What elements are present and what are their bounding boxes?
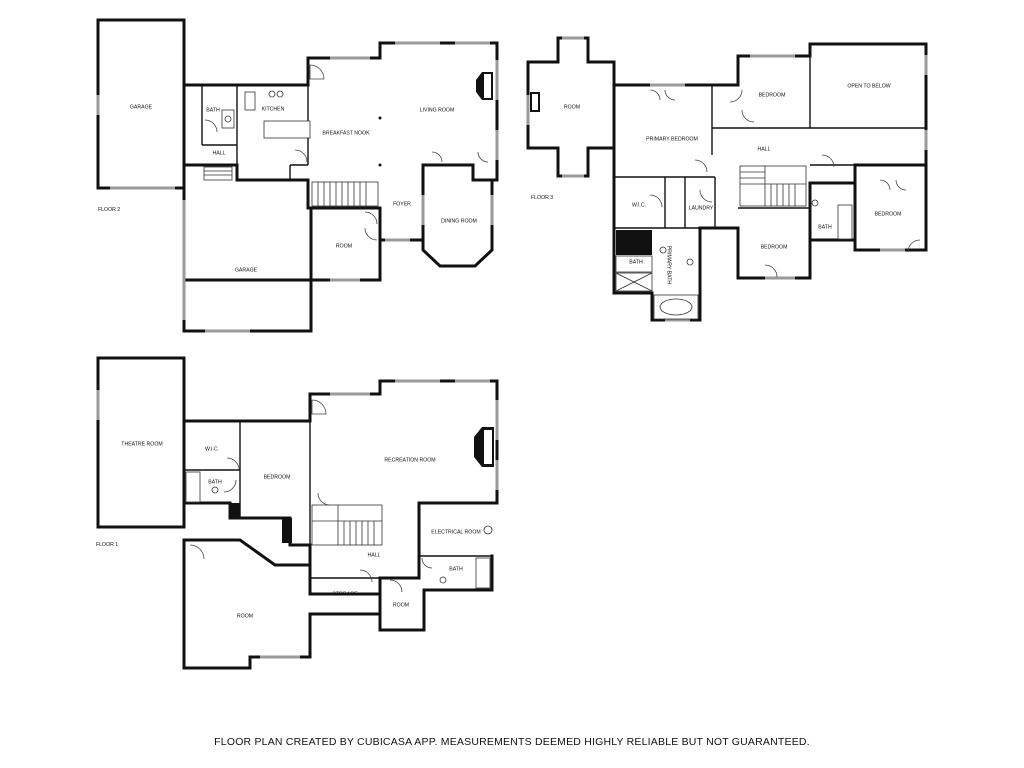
room-label-hall: HALL <box>213 150 226 156</box>
room-label-hall-f1: HALL <box>368 552 381 558</box>
kitchen-island <box>263 120 311 139</box>
floor-3-label: FLOOR 3 <box>531 195 553 201</box>
room-label-primary-bath: PRIMARY BATH <box>666 246 672 285</box>
room-label-room-f3: ROOM <box>564 104 580 110</box>
room-label-hall-f3: HALL <box>758 146 771 152</box>
room-label-bedroom-top: BEDROOM <box>759 92 786 98</box>
room-label-dining-room: DINING ROOM <box>441 218 477 224</box>
stairs-floor-2 <box>203 166 379 207</box>
room-label-open-to-below: OPEN TO BELOW <box>847 83 890 89</box>
room-labels: FLOOR 2 GARAGE BATH KITCHEN BREAKFAST NO… <box>96 83 901 619</box>
footer-disclaimer: FLOOR PLAN CREATED BY CUBICASA APP. MEAS… <box>214 736 810 748</box>
main-floor-2-walls <box>182 41 499 268</box>
room-label-room-large-f1: ROOM <box>237 613 253 619</box>
floor-2-plan <box>96 18 499 333</box>
room-label-garage-lower: GARAGE <box>235 267 258 273</box>
room-label-bedroom-right: BEDROOM <box>875 211 902 217</box>
cross-room-walls <box>526 36 616 178</box>
floor-3-main-walls <box>612 42 928 252</box>
room-label-bath-right-f1: BATH <box>449 566 463 572</box>
room-label-bath-primary: BATH <box>629 259 643 265</box>
theatre-room-walls <box>96 356 186 529</box>
floor-3-plan <box>526 36 928 322</box>
garage-lower-walls <box>182 188 313 333</box>
floor-1-plan <box>96 356 499 670</box>
room-label-breakfast-nook: BREAKFAST NOOK <box>322 130 370 136</box>
room-label-garage-upper: GARAGE <box>130 104 153 110</box>
stairs-floor-1 <box>311 504 383 546</box>
room-label-storage: STORAGE <box>332 591 358 597</box>
room-label-electrical-room: ELECTRICAL ROOM <box>431 529 480 535</box>
room-label-primary-bedroom: PRIMARY BEDROOM <box>646 136 698 142</box>
room-label-bath-right: BATH <box>818 224 832 230</box>
room-label-wic-f3: W.I.C. <box>632 202 646 208</box>
room-label-foyer: FOYER <box>393 201 411 207</box>
room-label-bath: BATH <box>206 107 220 113</box>
room-label-wic-f1: W.I.C. <box>205 446 219 452</box>
room-label-bedroom-mid: BEDROOM <box>761 244 788 250</box>
room-label-recreation-room: RECREATION ROOM <box>384 457 435 463</box>
room-label-kitchen: KITCHEN <box>262 106 285 112</box>
room-label-bedroom-f1: BEDROOM <box>264 474 291 480</box>
room-label-room-small-f1: ROOM <box>393 602 409 608</box>
room-label-room: ROOM <box>336 243 352 249</box>
room-label-bath-left-f1: BATH <box>208 479 222 485</box>
room-label-living-room: LIVING ROOM <box>420 107 455 113</box>
stairs-floor-3 <box>739 165 807 207</box>
room-label-theatre-room: THEATRE ROOM <box>121 441 162 447</box>
floor-1-label: FLOOR 1 <box>96 542 118 548</box>
room-label-laundry: LAUNDRY <box>689 205 714 211</box>
floor-2-label: FLOOR 2 <box>98 207 120 213</box>
